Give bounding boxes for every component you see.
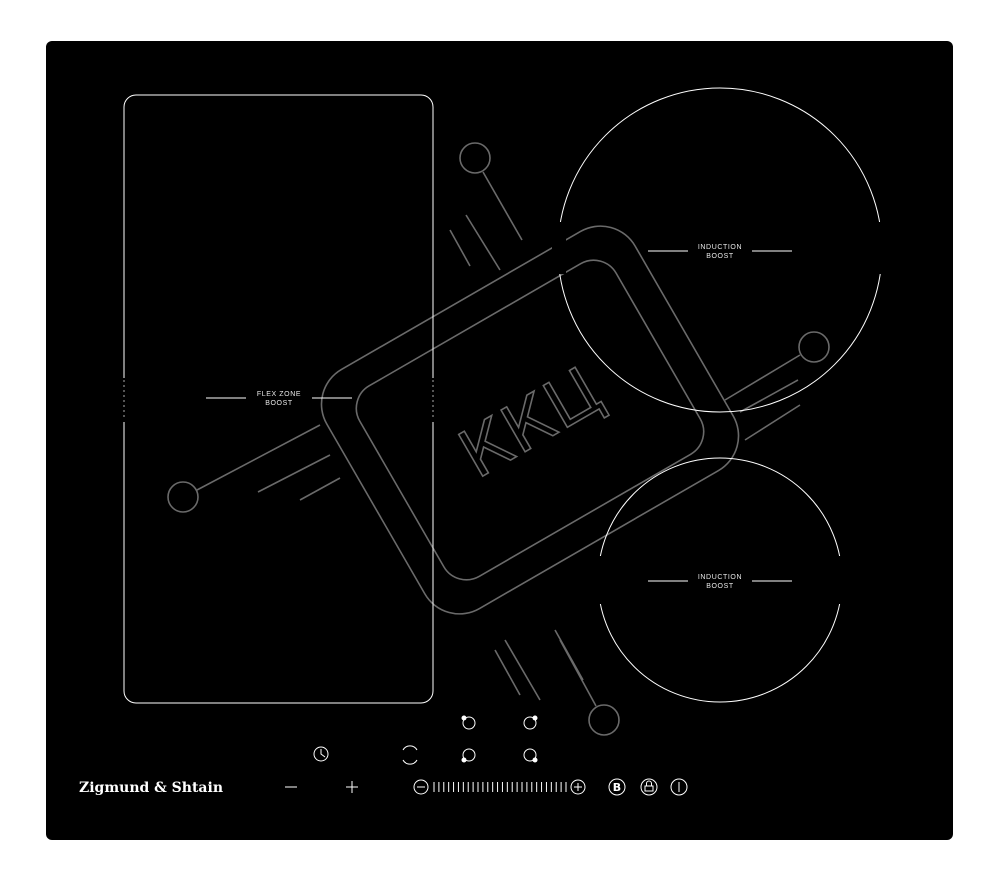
zone-top-right-label: INDUCTION	[698, 244, 742, 251]
power-icon[interactable]	[670, 778, 688, 796]
clock-icon[interactable]	[313, 746, 329, 762]
plus-icon[interactable]	[346, 781, 358, 793]
brand-logo: Zigmund & Shtain	[79, 780, 223, 796]
boost-label: B	[613, 781, 621, 794]
zone-bottom-left-icon[interactable]	[461, 748, 476, 763]
zone-top-left-icon[interactable]	[461, 715, 476, 730]
induction-zone-bottom-right[interactable]: INDUCTION BOOST	[592, 457, 848, 703]
zone-top-right-icon[interactable]	[523, 715, 538, 730]
boost-button[interactable]	[608, 778, 626, 796]
pause-icon[interactable]	[402, 745, 418, 765]
circle-plus-icon[interactable]	[570, 779, 586, 795]
zone-bottom-right-label: INDUCTION	[698, 574, 742, 581]
circle-minus-icon[interactable]	[413, 779, 429, 795]
lock-icon[interactable]	[640, 778, 658, 796]
flex-zone-label: FLEX ZONE	[257, 391, 301, 398]
zone-bottom-right-icon[interactable]	[523, 748, 538, 763]
flex-zone-boost-label: BOOST	[265, 400, 293, 407]
glass-surface	[46, 41, 953, 840]
zone-top-right-boost-label: BOOST	[706, 253, 734, 260]
zone-bottom-right-boost-label: BOOST	[706, 583, 734, 590]
flex-cooking-zone[interactable]: FLEX ZONE BOOST	[122, 94, 435, 704]
induction-zone-top-right[interactable]: INDUCTION BOOST	[552, 87, 888, 413]
power-slider[interactable]	[433, 782, 567, 792]
